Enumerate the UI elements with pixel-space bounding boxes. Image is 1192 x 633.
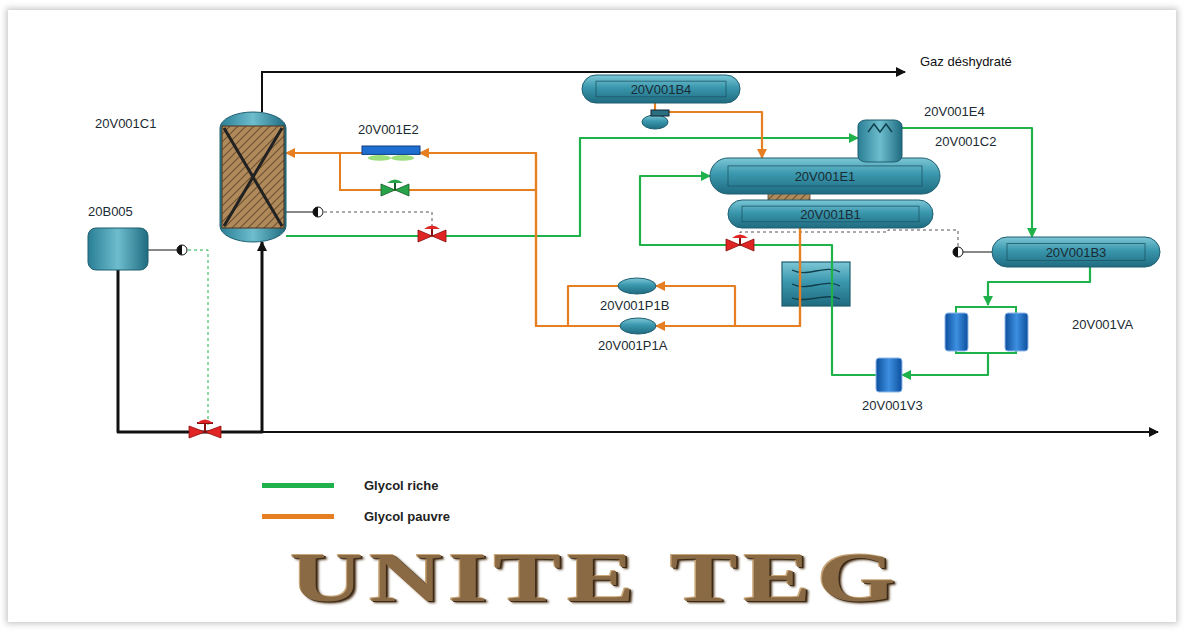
equipment-node: 20V001C1 [220, 112, 286, 242]
legend-text: Glycol pauvre [364, 509, 450, 524]
equipment-tag: 20V001P1B [600, 298, 669, 313]
equipment-tag: 20V001C1 [95, 116, 156, 131]
pipe-connector [286, 152, 362, 154]
equipment-node: 20V001B4 [582, 75, 740, 103]
equipment-shape [858, 120, 902, 162]
pipe-connector [420, 153, 620, 326]
equipment-tag: 20V001V3 [862, 398, 923, 413]
text-holder: 20V001B1 [728, 200, 933, 228]
equipment-tag: 20V001B1 [800, 207, 861, 222]
text-holder: 20V001E1 [710, 158, 940, 194]
equipment-tag: 20V001E4 [924, 104, 985, 119]
equipment-tag: 20V001P1A [598, 338, 667, 353]
equipment-shape [362, 146, 420, 160]
legend-row: Glycol riche [262, 478, 438, 493]
pipe-connector [902, 355, 988, 375]
equipment-tag: 20V001E1 [795, 169, 856, 184]
equipment-shape [940, 305, 1035, 355]
equipment-node: 20B005 [88, 228, 148, 270]
equipment-node: 20V001E420V001C2 [858, 120, 902, 162]
text-holder: 20V001B4 [582, 75, 740, 103]
pipe-connector [988, 267, 1090, 305]
pipe-connector [420, 153, 618, 326]
equipment-tag: 20V001E2 [358, 122, 419, 137]
equipment-node: 20V001P1A [620, 318, 656, 334]
equipment-shape [876, 358, 902, 392]
equipment-shape [88, 228, 148, 270]
equipment-shape [620, 318, 656, 334]
equipment-node: 20V001E1 [710, 158, 940, 194]
equipment-node: 20V001B1 [728, 200, 933, 228]
legend-swatch [262, 483, 334, 488]
equipment-tag: 20V001B4 [631, 82, 692, 97]
text-holder: 20V001B3 [992, 237, 1160, 267]
pipe-connector [656, 228, 800, 326]
title-band: UNITE TEG [0, 538, 1192, 618]
legend-swatch [262, 514, 334, 519]
equipment-tag: 20V001C2 [935, 134, 996, 149]
equipment-node: 20V001V3 [876, 358, 902, 392]
equipment-tag: 20V001B3 [1046, 245, 1107, 260]
equipment-node: 20V001B3 [992, 237, 1160, 267]
pipe-connector [118, 242, 262, 432]
equipment-node: 20V001P1B [618, 278, 656, 294]
title-text: UNITE TEG [290, 538, 902, 618]
equipment-tag: 20B005 [88, 204, 133, 219]
stream-label: Gaz déshydraté [920, 54, 1012, 69]
legend-text: Glycol riche [364, 478, 438, 493]
equipment-tag: 20V001VA [1072, 317, 1133, 332]
pipe-connector [655, 103, 762, 158]
pipe-connector [656, 228, 800, 326]
equipment-node: 20V001VA [940, 305, 1035, 355]
equipment-node: 20V001E2 [362, 146, 420, 160]
equipment-shape [220, 112, 286, 242]
equipment-shape [618, 278, 656, 294]
legend-row: Glycol pauvre [262, 509, 450, 524]
